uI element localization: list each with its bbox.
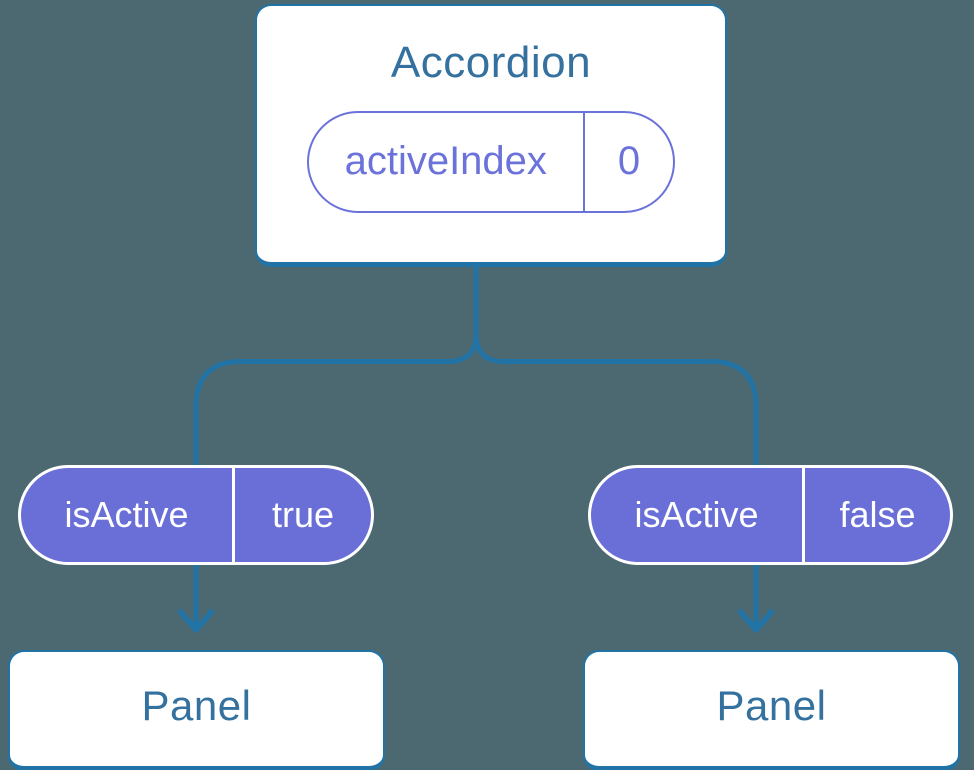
state-pill-value: 0 (617, 139, 641, 184)
prop-pill-name: isActive (64, 494, 189, 535)
state-pill: activeIndex 0 (307, 110, 675, 213)
prop-pill-left: isActive true (18, 465, 374, 565)
connector-right-branch (473, 266, 759, 627)
panel-node-label: Panel (716, 682, 827, 729)
accordion-node-label: Accordion (390, 38, 592, 87)
arrow-down-icon (737, 609, 775, 633)
state-pill-name: activeIndex (344, 139, 547, 184)
pill-divider (582, 112, 585, 211)
panel-node-right: Panel (583, 650, 960, 770)
accordion-node: Accordion activeIndex 0 (255, 4, 727, 267)
panel-node-label: Panel (141, 682, 252, 729)
prop-pill-value: false (839, 494, 916, 535)
panel-node-left: Panel (8, 650, 385, 770)
pill-divider (802, 468, 805, 562)
arrow-down-icon (177, 609, 215, 633)
connector-left-branch (193, 266, 479, 627)
prop-pill-right: isActive false (588, 465, 953, 565)
prop-pill-name: isActive (634, 494, 759, 535)
prop-pill-value: true (271, 494, 335, 535)
pill-divider (232, 468, 235, 562)
